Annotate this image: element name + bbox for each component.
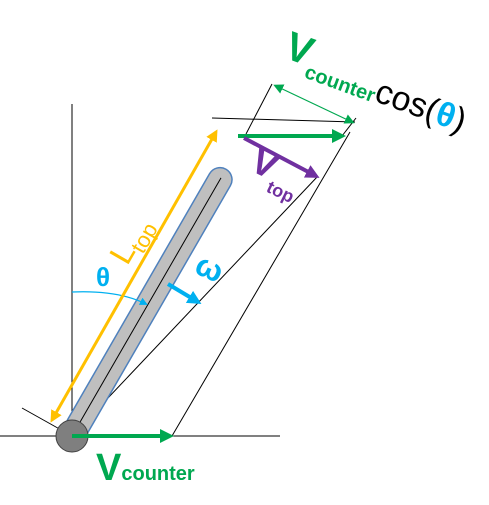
v-top-arrow bbox=[243, 136, 320, 178]
svg-text:Vcountercos(θ): Vcountercos(θ) bbox=[276, 24, 476, 140]
label-l-top: Ltop bbox=[102, 210, 163, 273]
extension-line-left bbox=[245, 83, 273, 135]
rod bbox=[65, 166, 233, 439]
v-counter-cos-dimension-arrow bbox=[273, 84, 355, 124]
omega-arrow bbox=[166, 282, 202, 305]
v-counter-cos-sub: counter bbox=[302, 61, 379, 107]
label-v-top: Vtop bbox=[241, 140, 310, 207]
rod-centerline bbox=[71, 177, 222, 437]
svg-text:Ltop: Ltop bbox=[102, 210, 163, 273]
label-omega: ω bbox=[190, 246, 229, 290]
label-theta: θ bbox=[96, 262, 110, 292]
label-v-counter-cos-theta: Vcountercos(θ) bbox=[276, 24, 476, 140]
svg-text:Vtop: Vtop bbox=[241, 140, 310, 207]
v-counter-v: V bbox=[96, 447, 122, 489]
label-v-counter: Vcounter bbox=[96, 447, 195, 489]
v-counter-sub: counter bbox=[121, 463, 195, 485]
top-perpendicular-line bbox=[211, 117, 356, 123]
l-top-dimension-arrow bbox=[50, 129, 218, 423]
